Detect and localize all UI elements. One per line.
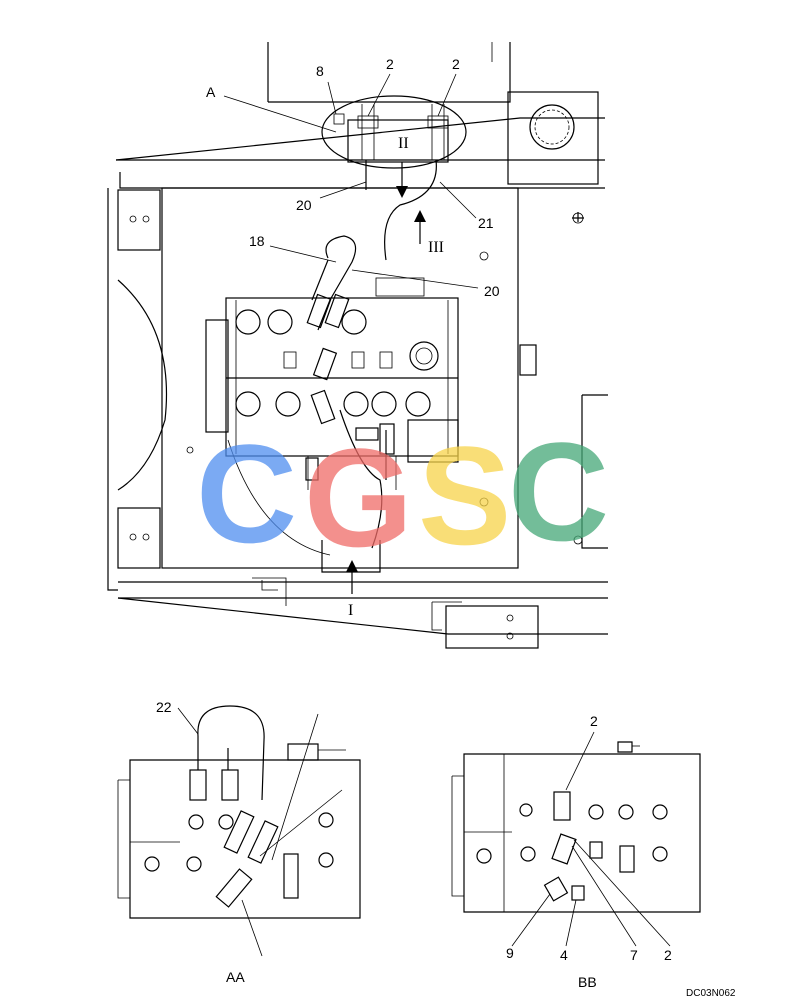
callout-labels: A 8 2 2 20 21 18 20 II III I 22 AA BB 2 … (156, 56, 736, 999)
label-bb-2-top: 2 (590, 713, 598, 729)
label-bb-2-bottom: 2 (664, 947, 672, 963)
watermark-letter-c1: C (196, 415, 297, 572)
detail-title-bb: BB (578, 974, 597, 990)
label-18: 18 (249, 233, 265, 249)
label-bb-4: 4 (560, 947, 568, 963)
watermark-letter-s: S (418, 417, 511, 574)
label-20-lower: 20 (484, 283, 500, 299)
watermark-letter-c2: C (508, 413, 609, 570)
main-view (107, 42, 608, 649)
label-2-right: 2 (452, 56, 460, 72)
label-8: 8 (316, 63, 324, 79)
view-arrow-iii: III (428, 239, 444, 256)
detail-aa-view (117, 705, 361, 957)
view-arrow-i: I (348, 602, 353, 619)
label-bb-7: 7 (630, 947, 638, 963)
label-bb-9: 9 (506, 945, 514, 961)
label-a: A (206, 84, 216, 100)
label-22: 22 (156, 699, 172, 715)
cgsc-watermark: C G S C (196, 413, 609, 576)
label-21: 21 (478, 215, 494, 231)
label-2-left: 2 (386, 56, 394, 72)
label-20-upper: 20 (296, 197, 312, 213)
drawing-code: DC03N062 (686, 988, 736, 999)
view-arrow-ii: II (398, 135, 409, 152)
detail-title-aa: AA (226, 969, 245, 985)
detail-bb-view (451, 731, 701, 947)
watermark-letter-g: G (304, 419, 413, 576)
